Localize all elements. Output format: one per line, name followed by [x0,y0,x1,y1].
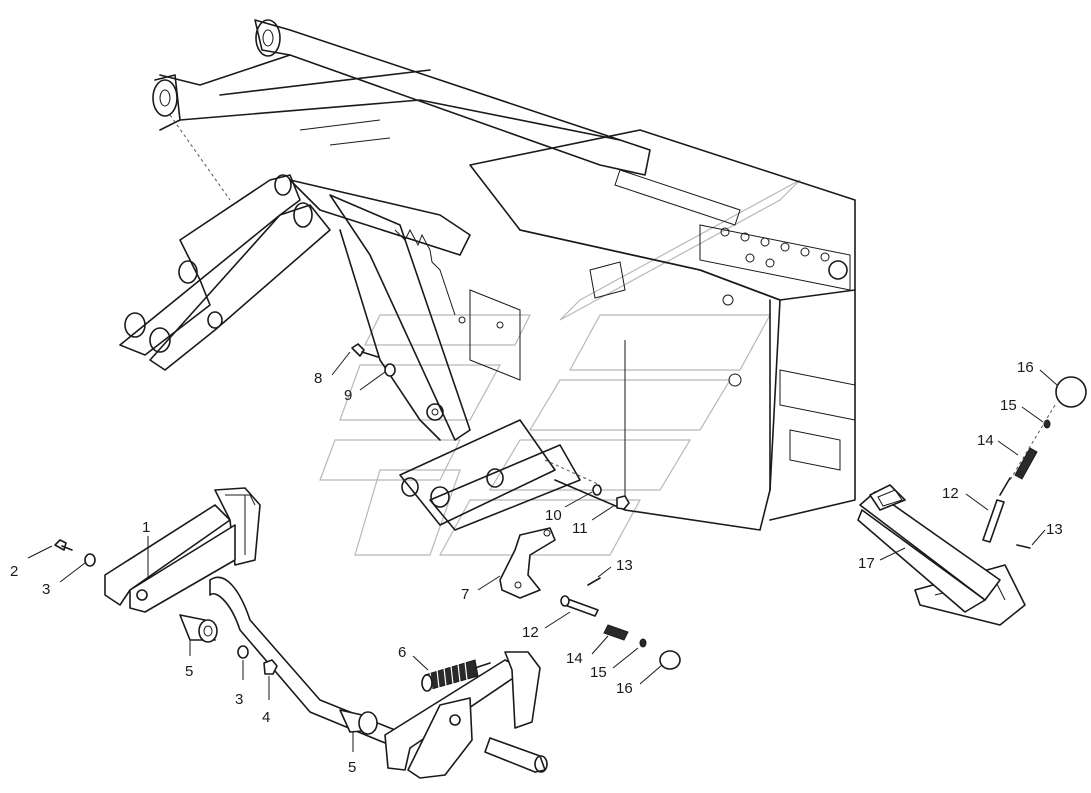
roll-pin-13-left [587,577,601,586]
callout-7: 7 [461,586,469,603]
bushing-lower [339,709,378,735]
callout-4: 4 [262,709,270,726]
callout-5-upper: 5 [185,663,193,680]
leader-lines [27,351,1058,752]
callout-16-right: 16 [1017,359,1034,376]
pedal-bracket-assembly [104,487,548,779]
knob-16-right [1009,376,1087,481]
washer-3-lower [237,645,249,659]
callout-15-left: 15 [590,664,607,681]
bolt-8 [351,343,379,358]
callout-10: 10 [545,507,562,524]
nut-11 [616,495,630,510]
bracket-7 [499,527,556,599]
callout-3-upper: 3 [42,581,50,598]
callout-14-right: 14 [977,432,994,449]
washer-3-upper [84,553,96,567]
watermark-logo [319,179,801,556]
washer-9 [384,363,396,377]
clip-15-left [639,638,647,648]
roll-pin-13-right [1016,544,1031,549]
callout-8: 8 [314,370,322,387]
callout-15-right: 15 [1000,397,1017,414]
callout-3-lower: 3 [235,691,243,708]
washer-10 [592,484,602,496]
callout-14-left: 14 [566,650,583,667]
spring-6 [421,659,491,692]
callout-1: 1 [142,519,150,536]
callout-9: 9 [344,387,352,404]
bushing-upper [179,614,218,643]
callout-16-left: 16 [616,680,633,697]
callout-labels: 1 2 3 3 4 5 5 6 7 8 9 10 11 12 13 14 15 … [10,359,1063,776]
nut-4 [263,659,278,675]
callout-6: 6 [398,644,406,661]
knob-16-left [659,650,681,670]
bolt-2 [54,539,73,551]
pedal-17 [857,484,1026,626]
callout-11: 11 [572,520,588,537]
callout-12-right: 12 [942,485,959,502]
callout-12-left: 12 [522,624,539,641]
clip-15-right [1043,419,1051,429]
callout-13-left: 13 [616,557,633,574]
machine-frame [119,19,856,531]
callout-13-right: 13 [1046,521,1063,538]
pin-12-right [982,477,1011,543]
pin-12-left [560,595,599,617]
callout-5-lower: 5 [348,759,356,776]
callout-2: 2 [10,563,18,580]
spring-14-left [603,624,629,641]
callout-17: 17 [858,555,875,572]
spring-14-right [1014,447,1038,480]
